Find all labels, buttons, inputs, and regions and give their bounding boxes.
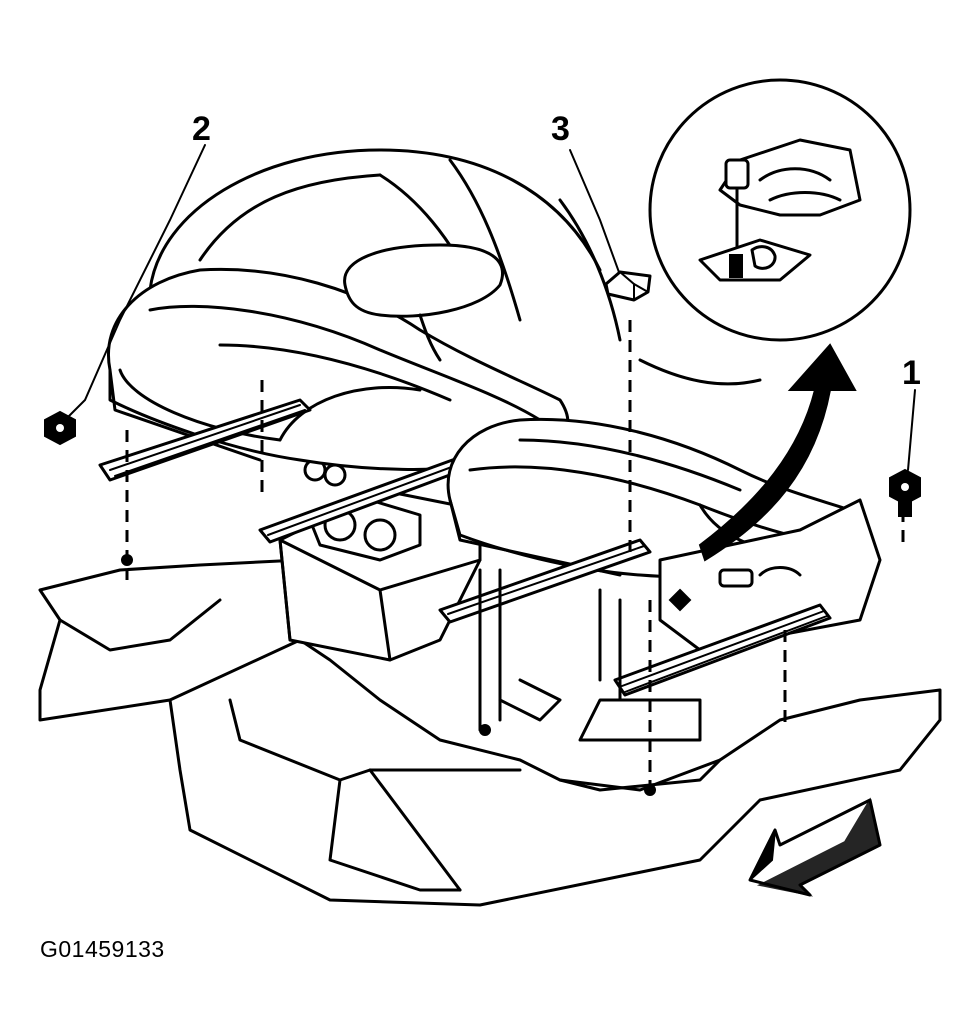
nut-icon bbox=[889, 468, 921, 517]
leader-lines bbox=[64, 144, 916, 471]
callout-number-2: 2 bbox=[192, 110, 211, 148]
left-seat bbox=[98, 243, 570, 544]
center-console bbox=[278, 458, 482, 662]
callout-number-3: 3 bbox=[551, 110, 570, 148]
magnifier-circle-icon bbox=[648, 78, 912, 342]
callout-number-1: 1 bbox=[902, 354, 921, 392]
curved-arrow-icon bbox=[698, 343, 857, 562]
seat-belt-sensor-icon bbox=[604, 270, 652, 302]
rear-seat-back bbox=[148, 148, 762, 386]
figure-id: G01459133 bbox=[40, 936, 165, 962]
right-seat bbox=[438, 417, 882, 732]
forward-arrow-icon bbox=[748, 797, 882, 897]
alignment-lines bbox=[121, 320, 905, 796]
nut-icon bbox=[44, 410, 76, 446]
